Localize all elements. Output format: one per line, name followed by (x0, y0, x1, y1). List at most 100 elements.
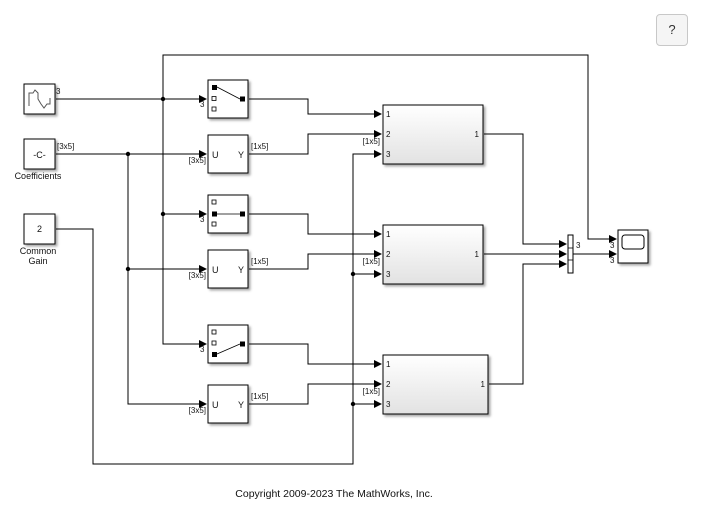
selector-1-input-dim: [3x5] (189, 156, 206, 165)
branch-point (350, 271, 356, 277)
subsystem-3-port-1: 1 (386, 360, 391, 369)
arrowhead (374, 130, 382, 138)
coefficients-label: Coefficients (15, 171, 62, 181)
multiport-switch-3[interactable]: 3 (200, 324, 249, 364)
signal-line-coefficients-sel2[interactable] (127, 154, 206, 270)
mux-output-dim: 3 (576, 241, 581, 250)
arrowhead (374, 150, 382, 158)
selector-2-out-label: Y (238, 265, 244, 275)
selector-3[interactable]: U Y [3x5] [1x5] (189, 384, 269, 424)
subsystem-1-port-2: 2 (386, 130, 391, 139)
signal-line-sub1-out[interactable] (484, 133, 566, 245)
subsystem-2-port-2: 2 (386, 250, 391, 259)
branch-points (125, 96, 356, 407)
help-button[interactable]: ? (656, 14, 688, 46)
coefficients-output-dim: [3x5] (57, 142, 74, 151)
mux-block[interactable]: 3 (567, 234, 581, 274)
signal-line-selector1-out[interactable] (249, 133, 381, 155)
scope-input-1-dim: 3 (610, 241, 615, 250)
arrowhead (559, 260, 567, 268)
subsystem-2-port-3: 3 (386, 270, 391, 279)
subsystem-3-port-3: 3 (386, 400, 391, 409)
subsystem-1-out-port: 1 (475, 130, 480, 139)
arrowhead (199, 95, 207, 103)
scope-input-2-dim: 3 (610, 256, 615, 265)
common-gain-label-line2: Gain (28, 256, 47, 266)
source-output-dim: 3 (56, 87, 61, 96)
subsystem-1-port-3: 3 (386, 150, 391, 159)
subsystem-2-out-port: 1 (475, 250, 480, 259)
arrowhead (559, 240, 567, 248)
branch-point (125, 266, 131, 272)
signal-line-switch3-out[interactable] (249, 343, 381, 365)
arrowhead (559, 250, 567, 258)
subsystem-2-port2-dim: [1x5] (363, 257, 380, 266)
branch-point (160, 96, 166, 102)
arrowhead (374, 270, 382, 278)
selector-3-input-dim: [3x5] (189, 406, 206, 415)
arrowhead (199, 265, 207, 273)
multiport-switch-2[interactable]: 3 (200, 194, 249, 234)
selector-1-output-dim: [1x5] (251, 142, 268, 151)
signal-lines (56, 54, 616, 465)
subsystem-2-port-1: 1 (386, 230, 391, 239)
arrowhead (374, 400, 382, 408)
signal-line-source-branch[interactable] (162, 54, 616, 240)
arrowhead (609, 250, 617, 258)
arrowhead (609, 235, 617, 243)
common-gain-label-line1: Common (20, 246, 57, 256)
switch-2-input-dim: 3 (200, 215, 205, 224)
selector-3-out-label: Y (238, 400, 244, 410)
branch-point (160, 211, 166, 217)
copyright-text: Copyright 2009-2023 The MathWorks, Inc. (235, 488, 433, 500)
signal-line-selector3-out[interactable] (249, 383, 381, 405)
selector-3-output-dim: [1x5] (251, 392, 268, 401)
subsystem-1-port2-dim: [1x5] (363, 137, 380, 146)
selector-3-in-label: U (212, 400, 219, 410)
arrowhead (374, 230, 382, 238)
arrowhead (374, 110, 382, 118)
subsystem-3-port-2: 2 (386, 380, 391, 389)
selector-1-in-label: U (212, 150, 219, 160)
selector-2[interactable]: U Y [3x5] [1x5] (189, 249, 269, 289)
subsystem-2[interactable]: 1 2 3 1 [1x5] (363, 224, 484, 285)
arrowhead (374, 380, 382, 388)
selector-2-in-label: U (212, 265, 219, 275)
multiport-switch-1[interactable]: 3 (200, 79, 249, 119)
arrowhead (374, 250, 382, 258)
signal-line-sub3-out[interactable] (489, 263, 566, 385)
subsystem-1-port-1: 1 (386, 110, 391, 119)
subsystem-1[interactable]: 1 2 3 1 [1x5] (363, 104, 484, 165)
source-block[interactable]: 3 (23, 83, 61, 115)
selector-2-output-dim: [1x5] (251, 257, 268, 266)
selector-1[interactable]: U Y [3x5] [1x5] (189, 134, 269, 174)
branch-point (350, 401, 356, 407)
signal-line-switch2-out[interactable] (249, 213, 381, 235)
scope-block[interactable]: 3 3 (610, 229, 649, 265)
waveform-icon (28, 89, 51, 109)
selector-1-out-label: Y (238, 150, 244, 160)
subsystem-3-out-port: 1 (481, 380, 486, 389)
switch-1-input-dim: 3 (200, 100, 205, 109)
common-gain-block[interactable]: 2 Common Gain (20, 213, 57, 266)
subsystem-3-port2-dim: [1x5] (363, 387, 380, 396)
coefficients-value: -C- (33, 150, 46, 160)
signal-line-coefficients-sel3[interactable] (127, 269, 206, 405)
signal-line-common-gain[interactable] (56, 153, 381, 465)
common-gain-value: 2 (37, 224, 42, 234)
arrowheads (199, 95, 617, 408)
arrowhead (199, 340, 207, 348)
branch-point (125, 151, 131, 157)
arrowhead (199, 210, 207, 218)
coefficients-block[interactable]: -C- Coefficients [3x5] (15, 138, 75, 181)
arrowhead (199, 400, 207, 408)
switch-3-input-dim: 3 (200, 345, 205, 354)
subsystem-3[interactable]: 1 2 3 1 [1x5] (363, 354, 489, 415)
selector-2-input-dim: [3x5] (189, 271, 206, 280)
arrowhead (374, 360, 382, 368)
signal-line-selector2-out[interactable] (249, 253, 381, 270)
signal-line-switch1-out[interactable] (249, 98, 381, 115)
signal-line-source-switch3[interactable] (162, 214, 206, 345)
scope-screen-icon (621, 234, 645, 250)
